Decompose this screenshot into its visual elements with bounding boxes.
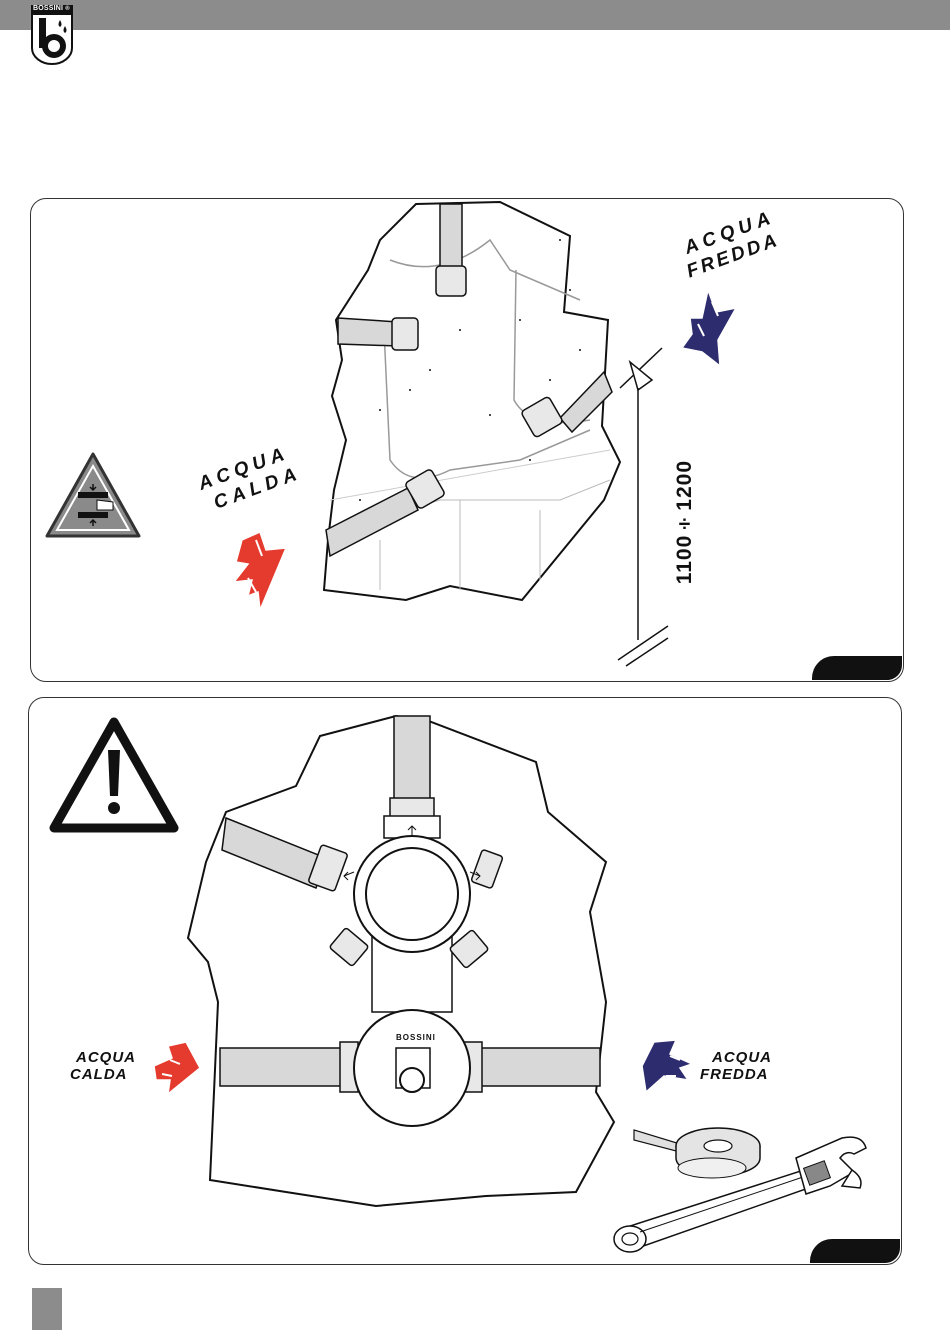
warning-icon [48, 716, 180, 834]
footer-page-marker [32, 1288, 62, 1330]
cold-water-label: ACQUA FREDDA [700, 1050, 772, 1082]
height-dimension-label: 1100÷1200 [674, 460, 696, 584]
wrench-icon [610, 1124, 872, 1256]
bossini-logo [28, 4, 76, 66]
brand-name: BOSSINI® [33, 5, 70, 12]
valve-body-illustration [186, 712, 616, 1212]
valve-brand-label: BOSSINI [396, 1034, 436, 1042]
cold-water-arrow-icon [678, 288, 740, 368]
hot-water-label: ACQUA CALDA [70, 1050, 136, 1082]
crush-warning-icon [45, 452, 141, 538]
wall-cutout-illustration [320, 200, 660, 620]
panel-tab [812, 656, 902, 680]
height-dimension-line [612, 340, 672, 670]
hot-water-arrow-icon [150, 1040, 202, 1096]
hot-water-arrow-icon [230, 530, 292, 612]
cold-water-arrow-icon [640, 1036, 696, 1094]
header-bar [0, 0, 950, 30]
